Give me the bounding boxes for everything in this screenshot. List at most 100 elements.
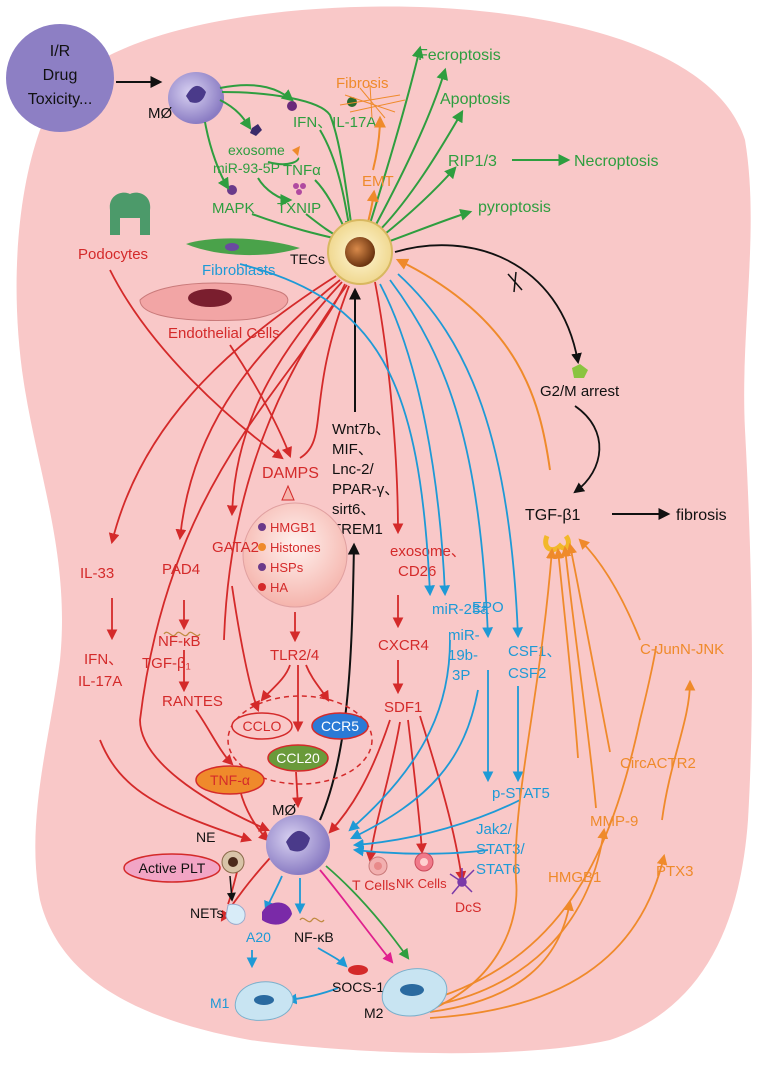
ifn-label: IFN、 — [84, 651, 123, 668]
m1-cell — [234, 981, 294, 1021]
tnfa-label: TNFα — [283, 162, 321, 179]
tec-feedback-4: sirt6、 — [332, 501, 375, 518]
cjun-label: C-JunN-JNK — [640, 641, 724, 658]
trigger-line2: Drug — [43, 67, 78, 84]
damp-item-2: HSPs — [270, 560, 304, 575]
kidney-background — [16, 6, 752, 1054]
jak-label-a: Jak2/ — [476, 821, 513, 838]
fibroblast-icon — [186, 238, 300, 256]
trigger-node: I/R Drug Toxicity... — [6, 24, 114, 132]
mir19b-label-c: 3P — [452, 667, 470, 684]
epo-label: EPO — [472, 599, 504, 616]
fibroblasts-label: Fibroblasts — [202, 262, 275, 279]
cxcr4-label: CXCR4 — [378, 637, 429, 654]
mir93-label: miR-93-5P — [213, 160, 280, 176]
exosome-cd26-label-b: CD26 — [398, 563, 436, 580]
ptx3-label: PTX3 — [656, 863, 694, 880]
m2-cell — [381, 968, 448, 1017]
ccr5-badge: CCR5 — [311, 712, 369, 740]
circactr2-label: CircACTR2 — [620, 755, 696, 772]
t-cells-label: T Cells — [352, 877, 395, 893]
tnf-alpha-label: TNF-α — [210, 772, 250, 788]
podocyte-icon — [109, 192, 151, 235]
macrophage-top: MØ — [148, 72, 224, 124]
nets-icon — [225, 903, 246, 925]
ccl20-label: CCL20 — [276, 750, 320, 766]
endothelial-cell-icon — [139, 282, 289, 321]
macrophage-top-label: MØ — [148, 105, 172, 122]
txnip-label: TXNIP — [277, 200, 321, 217]
nk-cell-icon — [414, 852, 434, 872]
apoptosis-label: Apoptosis — [440, 91, 510, 108]
active-plt-badge: Active PLT — [123, 853, 221, 883]
fibrosis-top-label: Fibrosis — [336, 75, 389, 92]
csf-label-a: CSF1、 — [508, 643, 561, 660]
socs1-label: SOCS-1 — [332, 979, 384, 995]
a20-icon — [262, 902, 292, 925]
tec-feedback-1: MIF、 — [332, 441, 373, 458]
damp-item-3: HA — [270, 580, 288, 595]
a20-label: A20 — [246, 929, 271, 945]
mapk-label: MAPK — [212, 200, 255, 217]
m2-label: M2 — [364, 1005, 384, 1021]
t-cell-icon — [368, 856, 388, 876]
tgfb1-sub-label: TGF-β₁ — [142, 655, 191, 672]
mir23a-label: miR-23a — [432, 601, 489, 618]
rip13-label: RIP1/3 — [448, 153, 497, 170]
mmp9-label: MMP-9 — [590, 813, 638, 830]
ifn-il17a-label: IFN、IL-17A — [293, 114, 376, 131]
damps-bubble — [242, 484, 348, 608]
jak-label-b: STAT3/ — [476, 841, 525, 858]
mir19b-label-b: 19b- — [448, 647, 478, 664]
damp-item-0: HMGB1 — [270, 520, 316, 535]
jak-label-c: STAT6 — [476, 861, 520, 878]
tec-feedback-0: Wnt7b、 — [332, 421, 390, 438]
damp-item-1: Histones — [270, 540, 321, 555]
tec-feedback-3: PPAR-γ、 — [332, 481, 399, 498]
active-plt-label: Active PLT — [139, 860, 206, 876]
csf-label-b: CSF2 — [508, 665, 546, 682]
sdf1-label: SDF1 — [384, 699, 422, 716]
emt-label: EMT — [362, 173, 394, 190]
nfkb-label: NF-κB — [158, 633, 201, 650]
tlr24-label: TLR2/4 — [270, 647, 319, 664]
tec-feedback-5: TREM1 — [332, 521, 383, 538]
ferroptosis-label: Fecroptosis — [418, 47, 501, 64]
macrophage-bottom-label: MØ — [272, 802, 296, 819]
nfkb-bottom-label: NF-κB — [294, 929, 334, 945]
ne-cell-icon — [221, 850, 245, 874]
tec-cell — [327, 219, 393, 285]
ne-label: NE — [196, 829, 215, 845]
fibrosis-label: fibrosis — [676, 507, 727, 524]
ccr5-label: CCR5 — [321, 718, 359, 734]
damps-title: DAMPS — [262, 465, 319, 482]
macrophage-bottom — [266, 815, 330, 875]
ccl20-badge: CCL20 — [267, 744, 329, 772]
dcs-label: DcS — [455, 899, 481, 915]
nfkb-coil-icon — [299, 917, 325, 923]
nk-cells-label: NK Cells — [396, 876, 447, 891]
pad4-label: PAD4 — [162, 561, 200, 578]
m1-label: M1 — [210, 995, 230, 1011]
mir19b-label-a: miR- — [448, 627, 480, 644]
il17a-label: IL-17A — [78, 673, 122, 690]
podocytes-label: Podocytes — [78, 246, 148, 263]
g2m-label: G2/M arrest — [540, 383, 620, 400]
gata2-label: GATA2 — [212, 539, 259, 556]
dcs-icon — [449, 868, 475, 895]
dna-coil-icon — [163, 631, 201, 637]
trigger-line1: I/R — [50, 43, 70, 60]
trigger-line3: Toxicity... — [28, 91, 93, 108]
socs1-icon — [348, 965, 368, 975]
tgfb1-label: TGF-β1 — [525, 507, 581, 524]
pyroptosis-label: pyroptosis — [478, 199, 551, 216]
nets-label: NETs — [190, 905, 223, 921]
tecs-label: TECs — [290, 251, 325, 267]
exosome-label: exosome — [228, 142, 285, 158]
fibrosis-fibers-icon — [339, 84, 406, 119]
tec-feedback-2: Lnc-2/ — [332, 461, 375, 478]
il33-label: IL-33 — [80, 565, 114, 582]
tnf-alpha-badge: TNF-α — [195, 765, 265, 795]
